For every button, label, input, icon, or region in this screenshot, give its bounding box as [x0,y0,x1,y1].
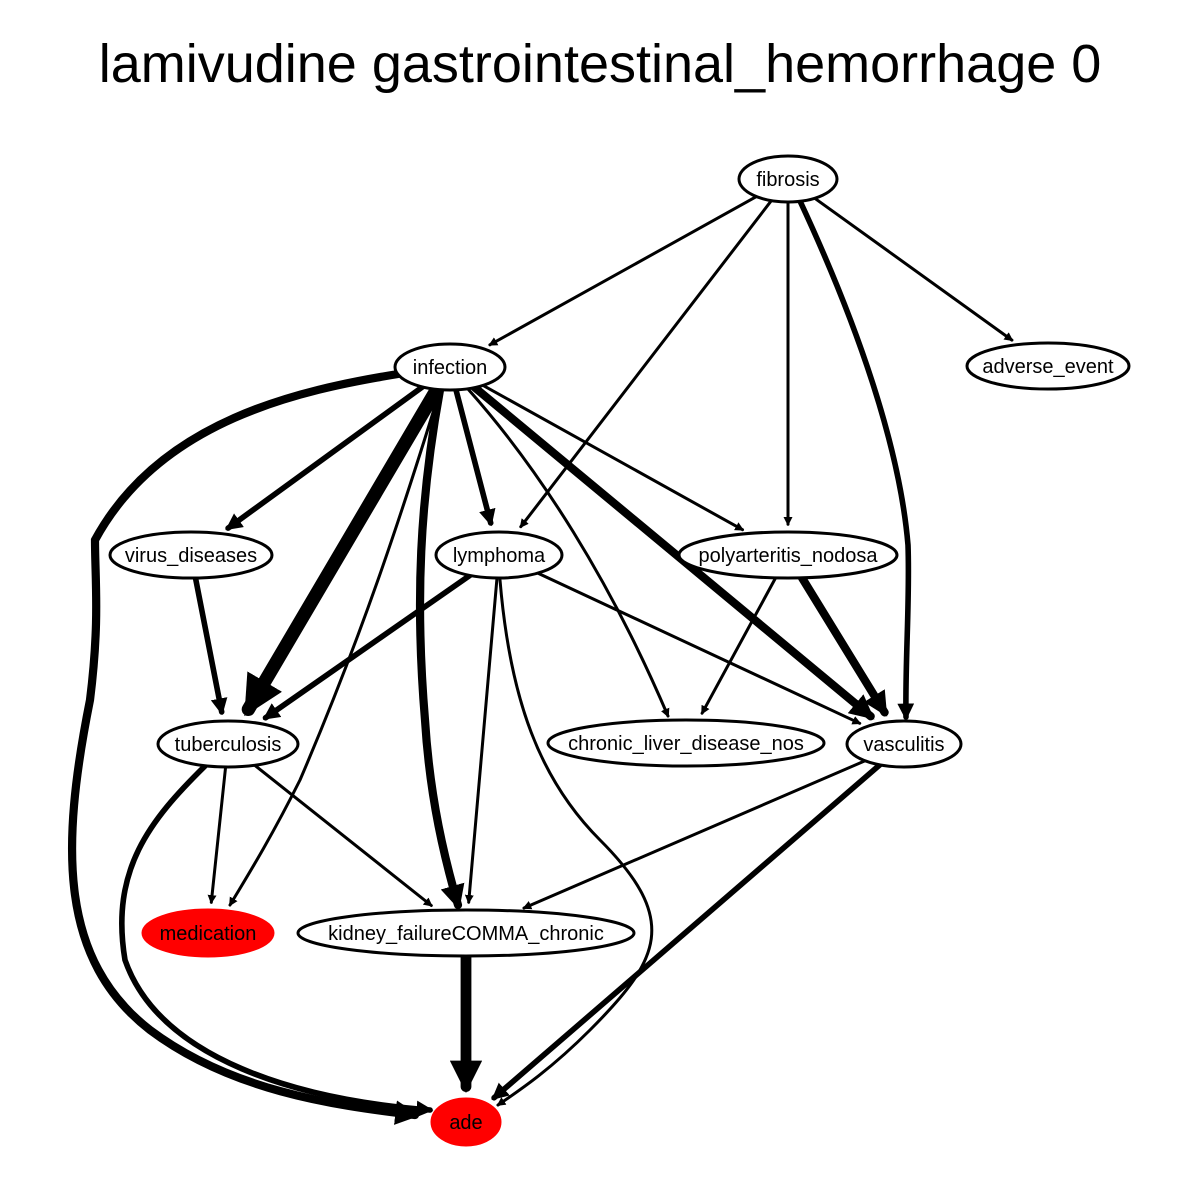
node-shape-ade [430,1097,502,1147]
node-shape-chronic_liver_disease_nos [546,718,826,768]
node-shape-kidney_failure_chronic [296,908,636,958]
edge-vasculitis-to-ade [491,762,883,1101]
node-shape-adverse_event [965,341,1131,391]
node-lymphoma: lymphoma [434,530,564,580]
node-shape-infection [393,342,507,392]
node-shape-tuberculosis [156,719,300,769]
node-fibrosis: fibrosis [737,154,839,204]
edge-tuberculosis-to-medication [207,765,228,905]
node-tuberculosis: tuberculosis [156,719,300,769]
node-label-polyarteritis_nodosa: polyarteritis_nodosa [699,545,879,567]
node-layer: fibrosis infection adverse_event virus_dise… [108,154,1131,1147]
edge-polyarteritis_nodosa-to-vasculitis [797,573,889,717]
node-polyarteritis_nodosa: polyarteritis_nodosa [677,530,899,580]
edge-lymphoma-to-vasculitis [536,571,862,725]
edge-layer [67,195,1014,1125]
edge-tuberculosis-to-kidney_failure_chronic [253,763,433,907]
edge-infection-to-tuberculosis [241,382,444,717]
edge-infection-to-chronic_liver_disease_nos [466,387,670,718]
edge-infection-to-polyarteritis_nodosa [481,383,745,532]
edge-fibrosis-to-lymphoma [519,199,773,529]
edge-fibrosis-to-vasculitis [797,198,915,721]
node-virus_diseases: virus_diseases [108,530,274,580]
node-vasculitis: vasculitis [845,719,963,769]
node-chronic_liver_disease_nos: chronic_liver_disease_nos [546,718,826,768]
node-label-lymphoma: lymphoma [453,545,546,567]
edge-fibrosis-to-adverse_event [813,196,1014,342]
edge-vasculitis-to-kidney_failure_chronic [522,759,867,910]
node-adverse_event: adverse_event [965,341,1131,391]
node-label-ade: ade [449,1112,482,1134]
node-shape-polyarteritis_nodosa [677,530,899,580]
node-label-infection: infection [413,357,488,379]
node-label-tuberculosis: tuberculosis [175,734,282,756]
node-shape-fibrosis [737,154,839,204]
edge-infection-to-virus_diseases [225,384,426,531]
node-label-virus_diseases: virus_diseases [125,545,257,567]
node-label-fibrosis: fibrosis [756,169,819,191]
edge-infection-to-kidney_failure_chronic [415,385,465,910]
node-shape-medication [141,908,275,958]
node-ade: ade [430,1097,502,1147]
graph-title: lamivudine gastrointestinal_hemorrhage 0 [99,34,1102,94]
edge-infection-to-ade [67,369,420,1125]
node-label-kidney_failure_chronic: kidney_failureCOMMA_chronic [328,923,604,945]
edge-lymphoma-to-ade [496,578,654,1107]
edge-tuberculosis-to-ade [119,763,434,1118]
node-infection: infection [393,342,507,392]
node-shape-vasculitis [845,719,963,769]
edge-virus_diseases-to-tuberculosis [192,575,228,716]
node-medication: medication [141,908,275,958]
edge-infection-to-vasculitis [470,383,875,721]
node-shape-virus_diseases [108,530,274,580]
node-label-chronic_liver_disease_nos: chronic_liver_disease_nos [568,733,804,755]
edge-infection-to-lymphoma [453,387,496,527]
node-label-adverse_event: adverse_event [982,356,1114,378]
edge-lymphoma-to-kidney_failure_chronic [464,576,499,904]
node-label-medication: medication [160,923,257,945]
node-kidney_failure_chronic: kidney_failureCOMMA_chronic [296,908,636,958]
edge-polyarteritis_nodosa-to-chronic_liver_disease_nos [700,576,778,715]
edge-infection-to-medication [228,388,442,907]
edge-lymphoma-to-tuberculosis [262,572,473,721]
edge-fibrosis-to-infection [488,195,758,347]
node-label-vasculitis: vasculitis [863,734,944,756]
node-shape-lymphoma [434,530,564,580]
